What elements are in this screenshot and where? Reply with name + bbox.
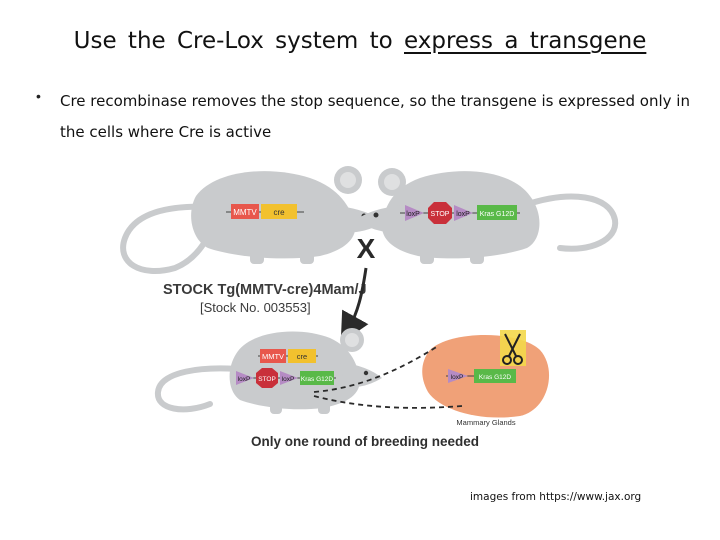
title-underlined: express a transgene	[404, 28, 647, 54]
stop-label-parent2: STOP	[431, 211, 450, 218]
dashed-connector-bottom	[313, 395, 463, 409]
kras-label-parent2: Kras G12D	[480, 211, 515, 218]
tissue-label: Mammary Glands	[456, 418, 515, 427]
dashed-connector-top	[313, 345, 439, 393]
promoter-box-offspring	[260, 349, 286, 363]
cre-box-offspring	[288, 349, 316, 363]
breeding-arrow	[340, 267, 369, 344]
kras-label-offspring: Kras G12D	[301, 376, 333, 383]
slide-title: Use the Cre-Lox system to express a tran…	[0, 28, 720, 54]
loxp-left-label-offspring: loxP	[238, 376, 251, 383]
title-prefix: Use the Cre-Lox system to	[73, 28, 404, 54]
image-credit: images from https://www.jax.org	[470, 491, 642, 503]
kras-box-tissue	[474, 369, 516, 383]
cre-label-parent1: cre	[273, 208, 285, 217]
breeding-caption: Only one round of breeding needed	[251, 434, 479, 449]
loxp-right-label-offspring: loxP	[282, 376, 295, 383]
loxp-left-offspring	[236, 371, 254, 385]
stop-label-offspring: STOP	[258, 376, 276, 383]
kras-label-tissue: Kras G12D	[479, 374, 511, 381]
stop-octagon-offspring	[256, 368, 278, 388]
loxp-left-label-parent2: loxP	[406, 211, 420, 218]
loxp-right-offspring	[280, 371, 298, 385]
bullet-text: Cre recombinase removes the stop sequenc…	[60, 92, 690, 141]
loxp-left-parent2	[405, 205, 424, 221]
loxp-right-label-parent2: loxP	[456, 211, 470, 218]
kras-box-offspring	[300, 371, 334, 385]
promoter-label-offspring: MMTV	[262, 352, 284, 361]
cre-label-offspring: cre	[297, 352, 307, 361]
loxp-tissue	[448, 369, 468, 383]
stock-number: [Stock No. 003553]	[200, 300, 311, 315]
promoter-label-parent1: MMTV	[233, 208, 257, 217]
scissors-icon	[500, 330, 526, 366]
stop-octagon-parent2	[428, 202, 452, 224]
bullet-marker: •	[36, 88, 41, 104]
loxp-right-parent2	[454, 205, 473, 221]
promoter-box-parent1	[231, 204, 259, 219]
kras-box-parent2	[477, 205, 517, 220]
cross-symbol: X	[357, 233, 376, 264]
cre-box-parent1	[261, 204, 297, 219]
strain-name: STOCK Tg(MMTV-cre)4Mam/J	[163, 282, 367, 298]
loxp-label-tissue: loxP	[451, 374, 464, 381]
